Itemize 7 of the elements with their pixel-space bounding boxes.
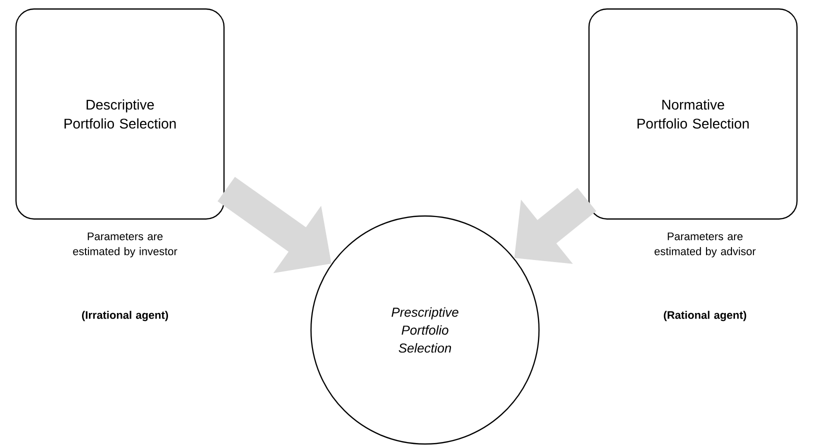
note-text: Parameters are estimated by advisor (654, 232, 756, 258)
agent-label: (Irrational agent) (82, 310, 168, 322)
rounded-box: Normative Portfolio Selection (588, 8, 798, 220)
circle-node: Prescriptive Portfolio Selection (310, 215, 540, 445)
agent-label: (Rational agent) (664, 310, 746, 322)
rounded-box: Descriptive Portfolio Selection (15, 8, 225, 220)
note-text: Parameters are estimated by investor (73, 232, 178, 258)
